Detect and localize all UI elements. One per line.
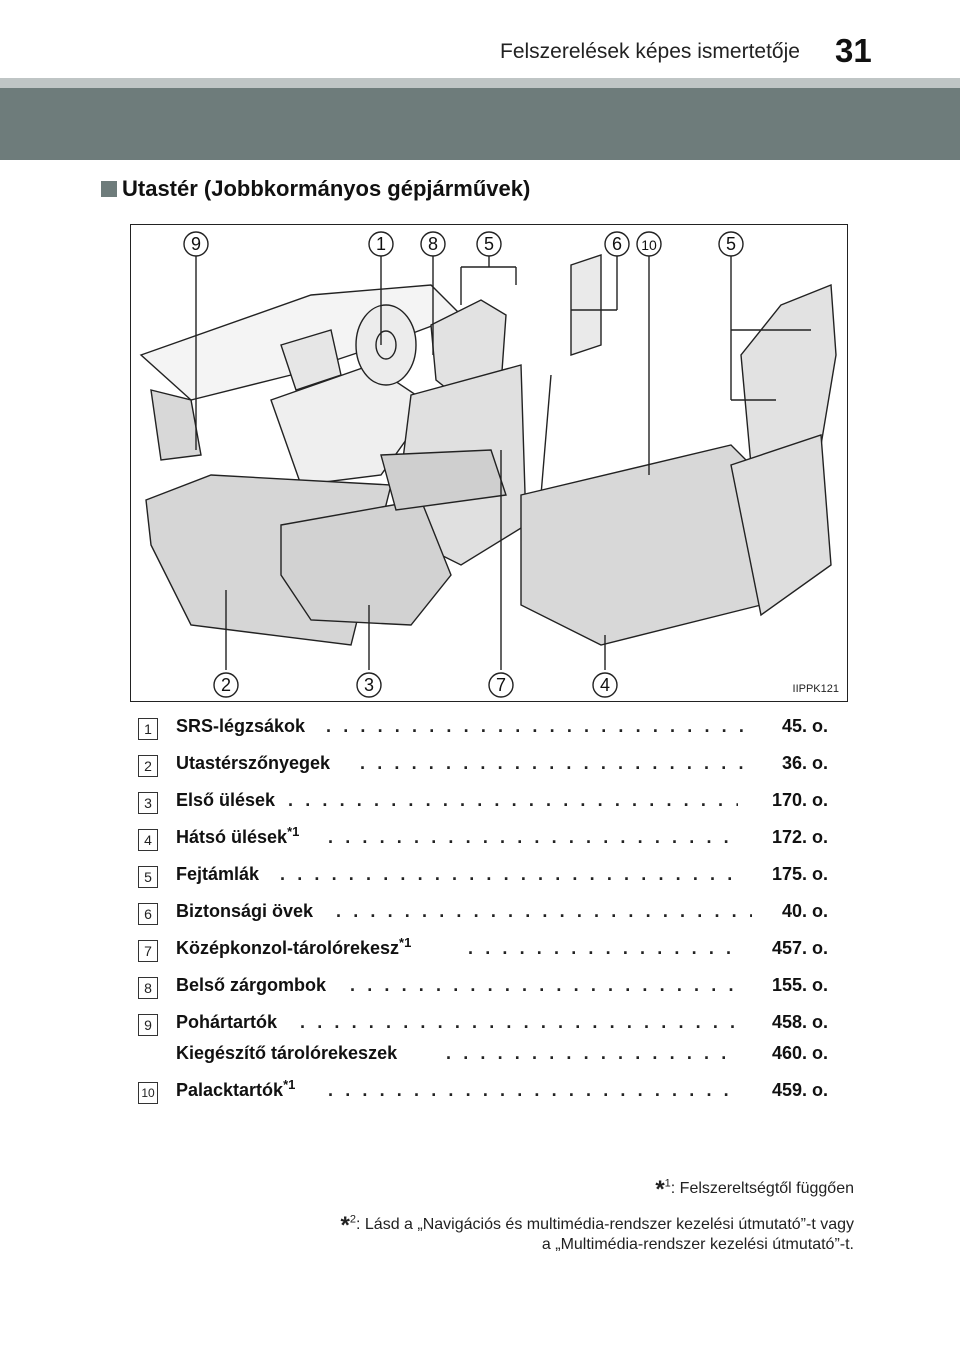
item-page-ref[interactable]: 155. o. [772, 975, 828, 996]
item-number: 10 [138, 1082, 158, 1104]
callout-label: 7 [496, 675, 506, 695]
item-label: Utastérszőnyegek [176, 753, 330, 774]
list-item-cup-holders: 9 Pohártartók . . . . . . . . . . . . . … [138, 1012, 828, 1044]
header-title: Felszerelések képes ismertetője [500, 40, 800, 64]
item-label-text: Palacktartók [176, 1080, 283, 1100]
callout-6: 6 [605, 232, 629, 256]
footnote-marker: *1 [399, 935, 411, 950]
callout-2: 2 [214, 673, 238, 697]
item-label: Fejtámlák [176, 864, 259, 885]
callout-label: 9 [191, 234, 201, 254]
dot-leader: . . . . . . . . . . . . . . . . . . . . … [446, 1043, 738, 1064]
callout-8: 8 [421, 232, 445, 256]
item-number: 6 [138, 903, 158, 925]
callout-label: 5 [484, 234, 494, 254]
list-item-auxiliary-boxes: Kiegészítő tárolórekeszek . . . . . . . … [138, 1043, 828, 1075]
list-item-headrests: 5 Fejtámlák . . . . . . . . . . . . . . … [138, 864, 828, 896]
callout-label: 10 [641, 237, 657, 253]
item-number: 2 [138, 755, 158, 777]
page-header [0, 0, 960, 78]
dot-leader: . . . . . . . . . . . . . . . . . . . . … [350, 975, 738, 996]
callout-5-rear: 5 [719, 232, 743, 256]
item-label: SRS-légzsákok [176, 716, 305, 737]
callout-5: 5 [477, 232, 501, 256]
item-page-ref[interactable]: 459. o. [772, 1080, 828, 1101]
item-number: 5 [138, 866, 158, 888]
item-page-ref[interactable]: 36. o. [782, 753, 828, 774]
list-item-seat-belts: 6 Biztonsági övek . . . . . . . . . . . … [138, 901, 828, 933]
item-page-ref[interactable]: 460. o. [772, 1043, 828, 1064]
item-page-ref[interactable]: 172. o. [772, 827, 828, 848]
dot-leader: . . . . . . . . . . . . . . . . . . . . … [328, 1080, 738, 1101]
callout-3: 3 [357, 673, 381, 697]
footnote-text: : Lásd a „Navigációs és multimédia-rends… [356, 1216, 854, 1233]
footnote-1: *1: Felszereltségtől függően [655, 1176, 854, 1204]
item-number: 8 [138, 977, 158, 999]
callout-1: 1 [369, 232, 393, 256]
interior-drawing: 9 1 8 5 6 10 5 [131, 225, 848, 702]
item-number: 9 [138, 1014, 158, 1036]
footnote-2-continuation: a „Multimédia-rendszer kezelési útmutató… [542, 1236, 854, 1254]
footnote-marker: *1 [283, 1077, 295, 1092]
list-item-bottle-holders: 10 Palacktartók*1 . . . . . . . . . . . … [138, 1080, 828, 1112]
callout-9: 9 [184, 232, 208, 256]
item-number: 7 [138, 940, 158, 962]
list-item-srs-airbags: 1 SRS-légzsákok . . . . . . . . . . . . … [138, 716, 828, 748]
dot-leader: . . . . . . . . . . . . . . . . . . . . … [328, 827, 738, 848]
footnote-star: * [341, 1212, 350, 1239]
dot-leader: . . . . . . . . . . . . . . . . . . . . … [280, 864, 738, 885]
footnote-star: * [655, 1176, 664, 1203]
dot-leader: . . . . . . . . . . . . . . . . . . . . … [336, 901, 752, 922]
callout-label: 5 [726, 234, 736, 254]
list-item-rear-seats: 4 Hátsó ülések*1 . . . . . . . . . . . .… [138, 827, 828, 859]
item-page-ref[interactable]: 40. o. [782, 901, 828, 922]
callout-10: 10 [637, 232, 661, 256]
item-page-ref[interactable]: 45. o. [782, 716, 828, 737]
item-label-text: Hátsó ülések [176, 827, 287, 847]
callout-7: 7 [489, 673, 513, 697]
item-label: Palacktartók*1 [176, 1080, 295, 1101]
list-item-inside-lock-buttons: 8 Belső zárgombok . . . . . . . . . . . … [138, 975, 828, 1007]
list-item-floor-mats: 2 Utastérszőnyegek . . . . . . . . . . .… [138, 753, 828, 785]
item-number: 3 [138, 792, 158, 814]
dot-leader: . . . . . . . . . . . . . . . . . . . . … [326, 716, 751, 737]
footnote-text: : Felszereltségtől függően [671, 1180, 854, 1197]
item-label-text: Középkonzol-tárolórekesz [176, 938, 399, 958]
callout-label: 6 [612, 234, 622, 254]
item-page-ref[interactable]: 170. o. [772, 790, 828, 811]
figure-code: IIPPK121 [793, 683, 839, 695]
item-label: Biztonsági övek [176, 901, 313, 922]
footnote-marker: *1 [287, 824, 299, 839]
callout-label: 8 [428, 234, 438, 254]
section-marker-square [101, 181, 117, 197]
item-number: 4 [138, 829, 158, 851]
list-item-console-box: 7 Középkonzol-tárolórekesz*1 . . . . . .… [138, 938, 828, 970]
page-number: 31 [835, 32, 872, 70]
dot-leader: . . . . . . . . . . . . . . . . . . . . … [288, 790, 738, 811]
item-label: Első ülések [176, 790, 275, 811]
dot-leader: . . . . . . . . . . . . . . . . . . . . … [300, 1012, 738, 1033]
item-page-ref[interactable]: 175. o. [772, 864, 828, 885]
callout-4: 4 [593, 673, 617, 697]
dot-leader: . . . . . . . . . . . . . . . . . . . . … [468, 938, 738, 959]
dot-leader: . . . . . . . . . . . . . . . . . . . . … [360, 753, 752, 774]
item-label: Belső zárgombok [176, 975, 326, 996]
interior-illustration: 9 1 8 5 6 10 5 [130, 224, 848, 702]
callout-label: 4 [600, 675, 610, 695]
section-title: Utastér (Jobbkormányos gépjárművek) [122, 176, 530, 202]
item-page-ref[interactable]: 457. o. [772, 938, 828, 959]
item-label: Kiegészítő tárolórekeszek [176, 1043, 397, 1064]
callout-label: 1 [376, 234, 386, 254]
item-label: Középkonzol-tárolórekesz*1 [176, 938, 411, 959]
callout-label: 3 [364, 675, 374, 695]
callout-label: 2 [221, 675, 231, 695]
item-page-ref[interactable]: 458. o. [772, 1012, 828, 1033]
item-label: Hátsó ülések*1 [176, 827, 299, 848]
header-band-light [0, 78, 960, 88]
header-band-dark [0, 88, 960, 160]
list-item-front-seats: 3 Első ülések . . . . . . . . . . . . . … [138, 790, 828, 822]
item-label: Pohártartók [176, 1012, 277, 1033]
item-number: 1 [138, 718, 158, 740]
